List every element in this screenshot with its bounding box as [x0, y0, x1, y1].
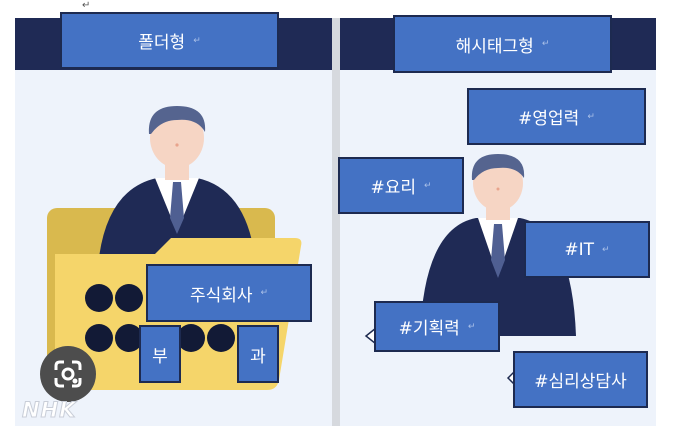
hashtag-cooking-text: #요리	[370, 178, 416, 198]
paragraph-mark: ↵	[602, 244, 610, 255]
hashtag-type-text: 해시태그형	[455, 36, 534, 57]
hashtag-counselor: #심리상담사	[513, 351, 648, 408]
department-text-2: 과	[250, 346, 266, 367]
paragraph-mark: ↵	[260, 288, 269, 298]
paragraph-mark: ↵	[541, 39, 550, 49]
folder-type-text: 폴더형	[138, 33, 186, 53]
company-text: 주식회사	[189, 285, 253, 306]
department-label-2: 과	[237, 325, 279, 383]
hashtag-it: #IT ↵	[524, 221, 650, 278]
department-label-1: 부	[139, 325, 181, 383]
hashtag-sales: #영업력 ↵	[467, 88, 646, 145]
hashtag-cooking: #요리 ↵	[338, 157, 464, 214]
paragraph-mark: ↵	[467, 321, 476, 332]
hashtag-planning-text: #기획력	[398, 319, 460, 339]
paragraph-mark: ↵	[587, 111, 595, 122]
google-lens-icon[interactable]	[40, 346, 96, 402]
company-label: 주식회사 ↵	[146, 264, 312, 322]
paragraph-mark: ↵	[193, 35, 201, 46]
hashtag-it-text: #IT	[564, 239, 595, 260]
panel-divider	[332, 18, 340, 426]
nhk-watermark: NHK	[21, 398, 77, 423]
department-text-1: 부	[152, 346, 168, 367]
hashtag-type-label: 해시태그형 ↵	[393, 15, 612, 73]
camera-search-icon	[54, 360, 82, 388]
paragraph-mark: ↵	[423, 180, 432, 191]
paragraph-mark: ↵	[82, 0, 91, 11]
hashtag-sales-text: #영업력	[518, 109, 580, 129]
folder-type-label: 폴더형 ↵	[60, 12, 279, 69]
hashtag-planning: #기획력 ↵	[374, 301, 500, 352]
hashtag-counselor-text: #심리상담사	[534, 372, 627, 392]
